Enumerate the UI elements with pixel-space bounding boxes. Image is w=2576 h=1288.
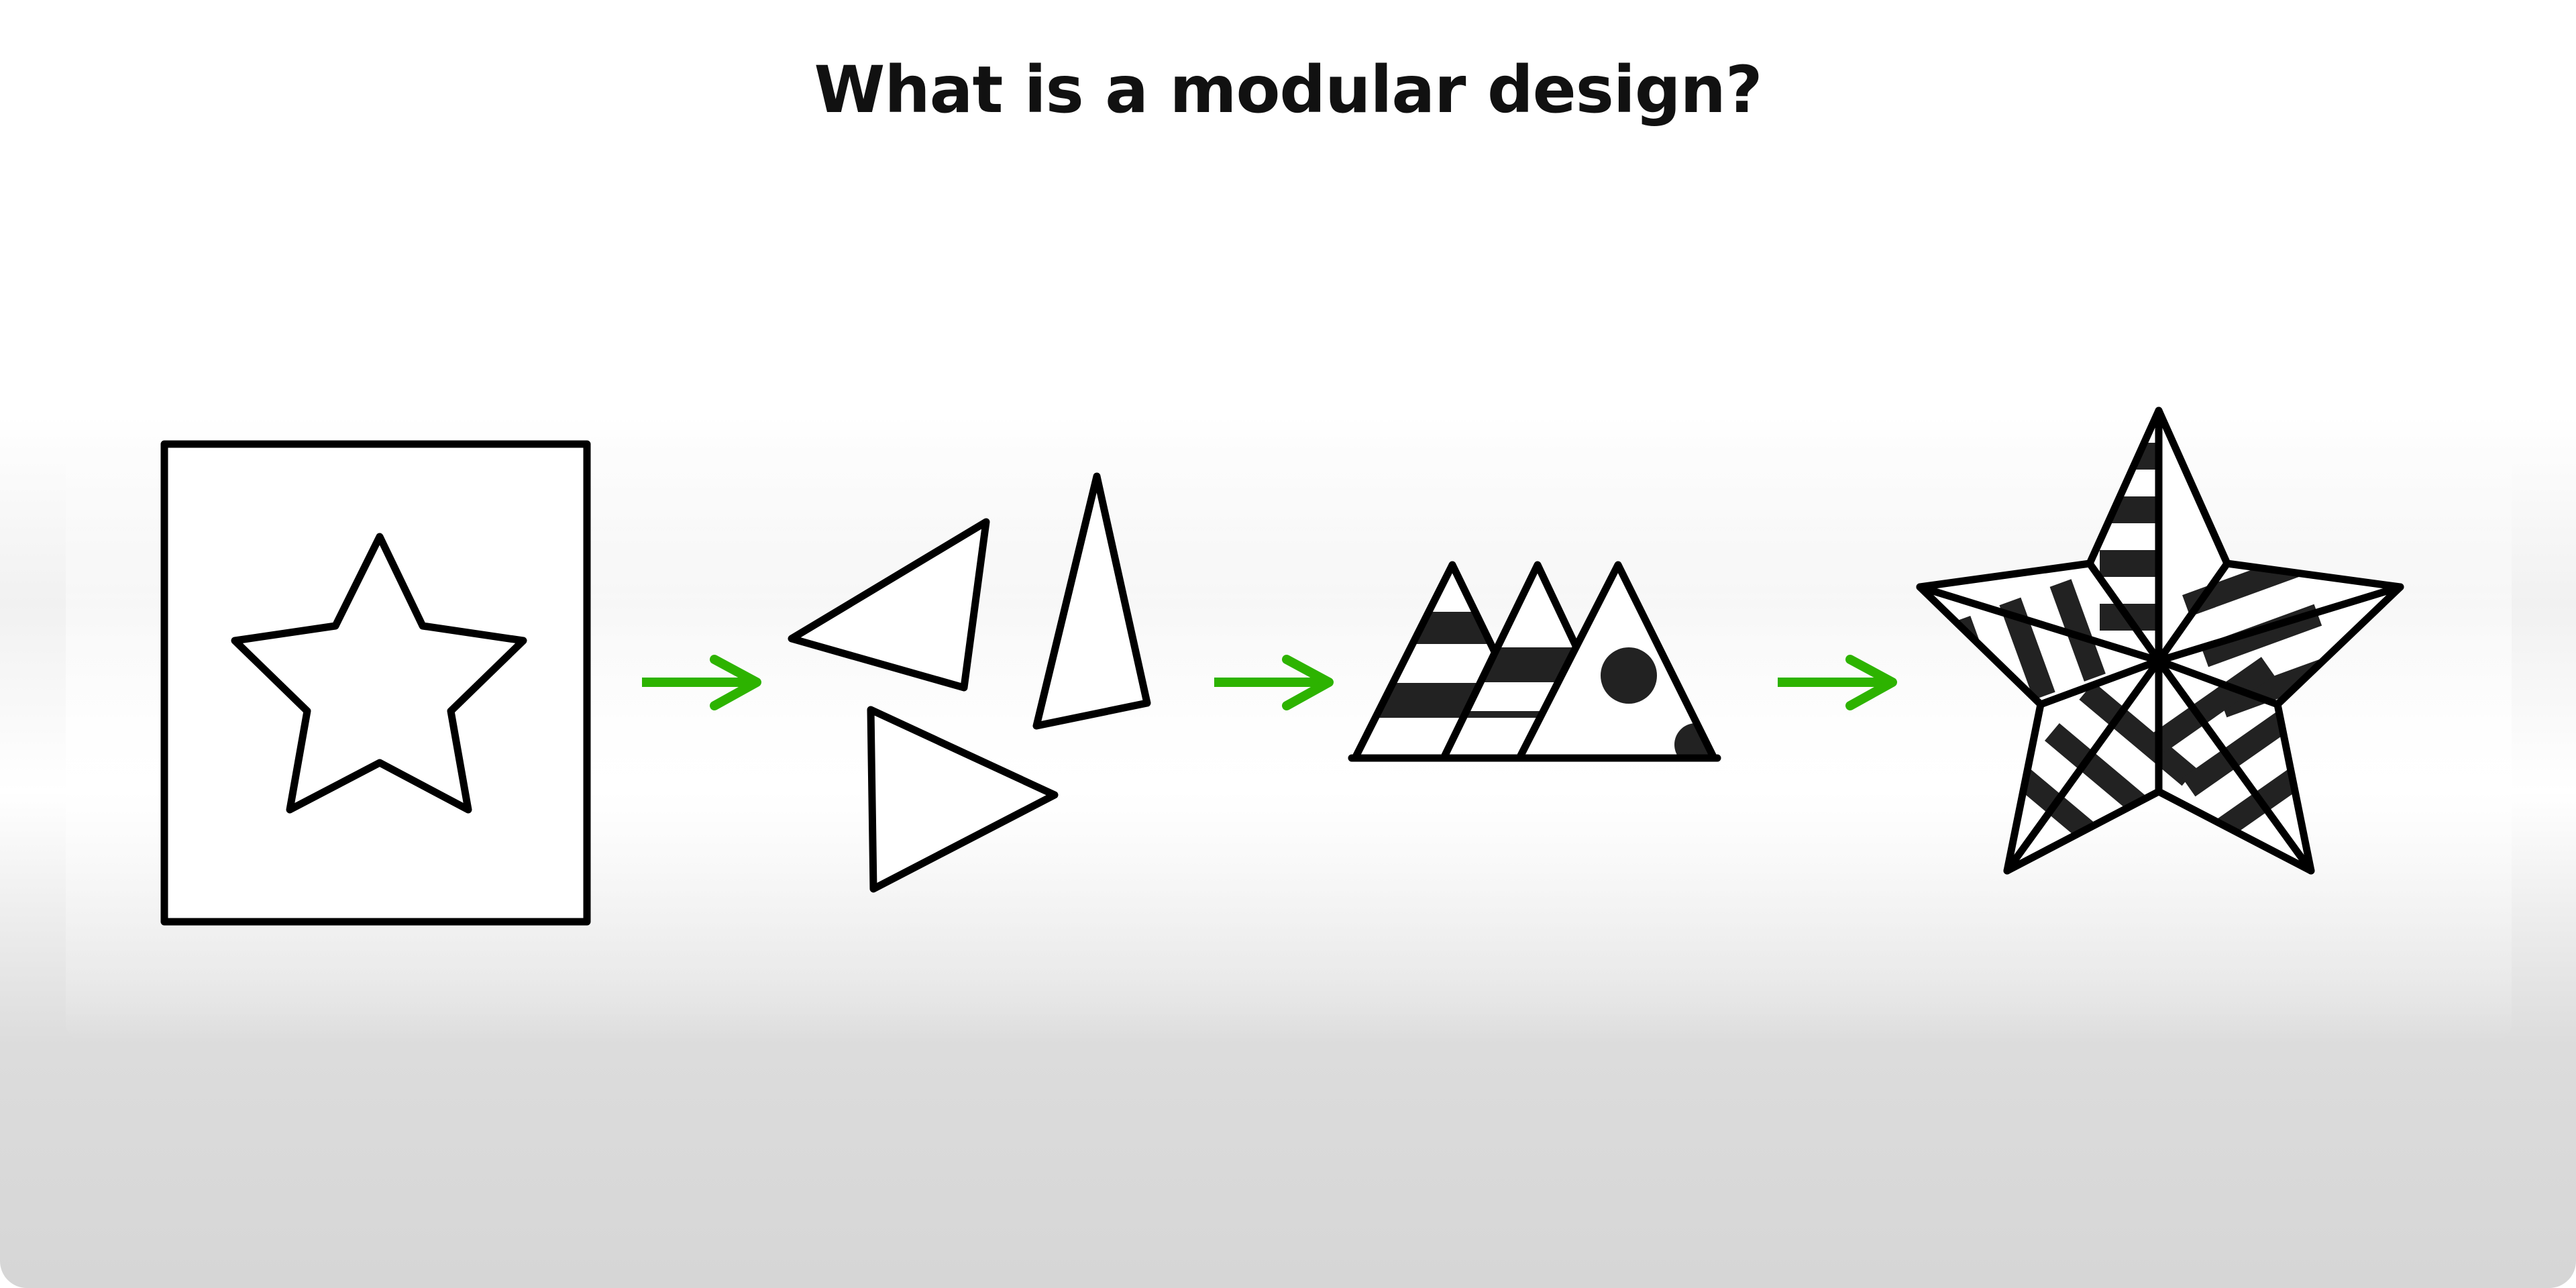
- arrow-icon: [642, 655, 761, 710]
- frame-rectangle: [160, 440, 591, 926]
- arrow-icon: [1214, 655, 1334, 710]
- step-triangle-pieces: [788, 472, 1151, 893]
- step-assembled-patterned-star: [1916, 407, 2404, 875]
- step-star-in-frame: [160, 440, 591, 926]
- triangle-piece-left: [788, 518, 990, 692]
- star-outline-shape: [231, 533, 527, 814]
- triangle-piece-bottom: [867, 706, 1059, 893]
- step-patterned-triangles: [1348, 561, 1721, 762]
- triangle-piece-tall: [1032, 472, 1151, 730]
- star-facet-lines: [1916, 407, 2404, 875]
- page-title: What is a modular design?: [814, 52, 1762, 127]
- arrow-icon: [1778, 655, 1897, 710]
